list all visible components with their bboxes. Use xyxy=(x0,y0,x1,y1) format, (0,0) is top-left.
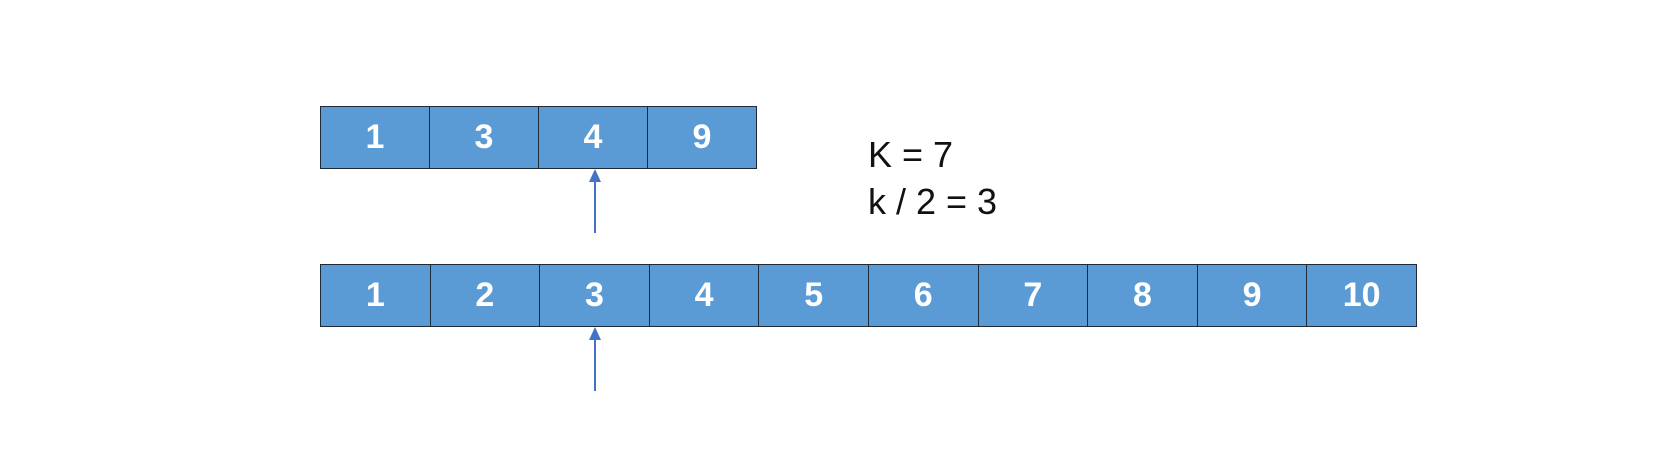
formula-k-half: k / 2 = 3 xyxy=(868,181,998,222)
top-array-cell: 1 xyxy=(321,107,430,168)
top-pointer-arrow-icon xyxy=(589,169,601,233)
bottom-array-cell: 10 xyxy=(1307,265,1416,326)
top-array: 1 3 4 9 xyxy=(320,106,757,169)
top-array-cell: 4 xyxy=(539,107,648,168)
bottom-array-cell: 7 xyxy=(978,265,1089,326)
top-array-cell: 3 xyxy=(430,107,539,168)
top-array-cell: 9 xyxy=(648,107,756,168)
bottom-array-cell: 3 xyxy=(540,265,650,326)
bottom-array-cell: 2 xyxy=(430,265,541,326)
bottom-array-cell: 8 xyxy=(1088,265,1198,326)
bottom-array-cell: 6 xyxy=(868,265,979,326)
bottom-array-cell: 1 xyxy=(321,265,431,326)
bottom-array-cell: 5 xyxy=(759,265,869,326)
bottom-array-cell: 4 xyxy=(649,265,760,326)
bottom-pointer-arrow-icon xyxy=(589,327,601,391)
bottom-array: 1 2 3 4 5 6 7 8 9 10 xyxy=(320,264,1417,327)
formula-k: K = 7 xyxy=(868,134,954,175)
bottom-array-cell: 9 xyxy=(1197,265,1308,326)
